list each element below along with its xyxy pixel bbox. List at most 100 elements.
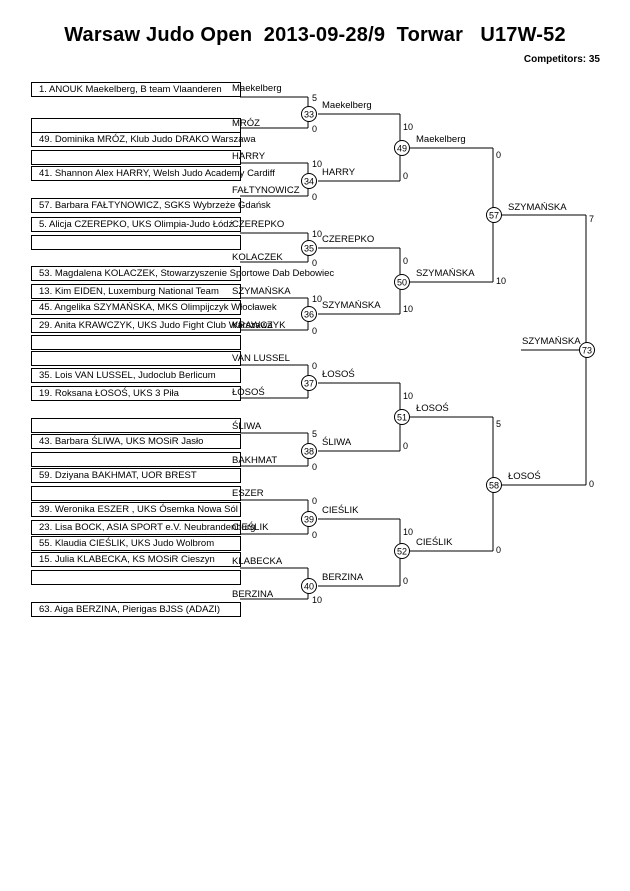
competitor-entry: 29. Anita KRAWCZYK, UKS Judo Fight Club … [31, 318, 273, 333]
round1-name: Maekelberg [232, 83, 282, 94]
competitor-entry: 55. Klaudia CIEŚLIK, UKS Judo Wolbrom [31, 536, 241, 551]
competitor-name: 55. Klaudia CIEŚLIK, UKS Judo Wolbrom [39, 538, 215, 549]
round2-score: 0 [403, 441, 409, 451]
round3-score: 5 [496, 419, 502, 429]
round1-name: VAN LUSSEL [232, 353, 290, 364]
semi-2-circle [394, 409, 410, 425]
competitor-name: 35. Lois VAN LUSSEL, Judoclub Berlicum [39, 370, 216, 381]
competitor-name: 23. Lisa BOCK, ASIA SPORT e.V. Neubrande… [39, 522, 256, 533]
match-5-circle [301, 443, 317, 459]
round3-score: 10 [496, 276, 507, 286]
round2-score: 10 [403, 527, 414, 537]
competitor-name [32, 237, 39, 248]
round4-name: ŁOSOŚ [508, 471, 541, 482]
competitor-entry: 59. Dziyana BAKHMAT, UOR BREST [31, 468, 241, 483]
round3-score: 0 [496, 150, 502, 160]
final-score: 7 [589, 214, 595, 224]
competitor-entry [31, 570, 241, 585]
round1-name: CZEREPKO [232, 219, 285, 230]
match-0-circle [301, 106, 317, 122]
round1-score: 0 [312, 258, 318, 268]
competitor-name: 5. Alicja CZEREPKO, UKS Olimpia-Judo Łód… [39, 219, 234, 230]
competitor-entry [31, 452, 241, 467]
round1-name: HARRY [232, 151, 266, 162]
round1-name: KLABECKA [232, 556, 283, 567]
competitor-entry: 41. Shannon Alex HARRY, Welsh Judo Acade… [31, 166, 275, 181]
quarter-1-number: 58 [489, 480, 499, 490]
round1-score: 10 [312, 595, 323, 605]
competitor-name: 39. Weronika ESZER , UKS Ósemka Nowa Sól [39, 504, 238, 515]
competitor-name: 53. Magdalena KOLACZEK, Stowarzyszenie S… [39, 268, 335, 279]
competitor-name: 45. Angelika SZYMAŃSKA, MKS Olimpijczyk … [39, 302, 277, 313]
competitor-name: 1. ANOUK Maekelberg, B team Vlaanderen [39, 84, 222, 95]
round1-score: 0 [312, 124, 318, 134]
competitor-entry: 35. Lois VAN LUSSEL, Judoclub Berlicum [31, 368, 241, 383]
match-6-circle [301, 511, 317, 527]
round3-name: ŁOSOŚ [416, 403, 449, 414]
match-2-number: 35 [304, 243, 314, 253]
round3-score: 0 [496, 545, 502, 555]
round2-name: ŁOSOŚ [322, 369, 355, 380]
match-4-circle [301, 375, 317, 391]
competitor-entry [31, 235, 241, 250]
round2-score: 10 [403, 122, 414, 132]
competitor-entry: 43. Barbara ŚLIWA, UKS MOSiR Jasło [31, 434, 241, 449]
round1-name: ŁOSOŚ [232, 387, 265, 398]
competitor-name [32, 488, 39, 499]
round2-name: Maekelberg [322, 100, 372, 111]
competitors-count: Competitors: 35 [523, 54, 600, 65]
competitor-name: 13. Kim EIDEN, Luxemburg National Team [39, 286, 219, 297]
semi-1-circle [394, 274, 410, 290]
match-0-number: 33 [304, 109, 314, 119]
match-5-number: 38 [304, 446, 314, 456]
match-3-circle [301, 306, 317, 322]
round2-name: ŚLIWA [322, 437, 352, 448]
competitor-entry: 5. Alicja CZEREPKO, UKS Olimpia-Judo Łód… [31, 217, 241, 232]
competitor-entry [31, 118, 241, 133]
competitor-name [32, 454, 39, 465]
competitor-name: 43. Barbara ŚLIWA, UKS MOSiR Jasło [39, 436, 204, 447]
semi-3-circle [394, 543, 410, 559]
round1-name: ESZER [232, 488, 264, 499]
round3-name: Maekelberg [416, 134, 466, 145]
competitor-entry: 1. ANOUK Maekelberg, B team Vlaanderen [31, 82, 241, 97]
match-7-number: 40 [304, 581, 314, 591]
round1-name: FAŁTYNOWICZ [232, 185, 300, 196]
round1-name: BERZINA [232, 589, 274, 600]
round1-name: MRÓZ [232, 118, 260, 129]
match-1-number: 34 [304, 176, 314, 186]
round1-name: ŚLIWA [232, 421, 262, 432]
competitor-entry: 39. Weronika ESZER , UKS Ósemka Nowa Sól [31, 502, 241, 517]
competitor-entry: 13. Kim EIDEN, Luxemburg National Team [31, 284, 241, 299]
round1-score: 0 [312, 462, 318, 472]
competitor-name [32, 420, 39, 431]
round1-score: 0 [312, 361, 318, 371]
round1-score: 10 [312, 229, 323, 239]
round2-score: 10 [403, 304, 414, 314]
match-2-circle [301, 240, 317, 256]
winner-name: SZYMAŃSKA [522, 336, 581, 347]
round3-name: SZYMAŃSKA [416, 268, 475, 279]
competitor-entry [31, 335, 241, 350]
round2-name: CIEŚLIK [322, 505, 359, 516]
round1-score: 0 [312, 326, 318, 336]
competitor-name: 49. Dominika MRÓZ, Klub Judo DRAKO Warsz… [39, 134, 256, 145]
competitor-name [32, 572, 39, 583]
round1-name: KOLACZEK [232, 252, 283, 263]
competitor-entry: 19. Roksana ŁOSOŚ, UKS 3 Piła [31, 386, 241, 401]
round1-score: 5 [312, 93, 318, 103]
round1-score: 0 [312, 530, 318, 540]
quarter-0-circle [486, 207, 502, 223]
final-circle [579, 342, 595, 358]
competitor-name: 29. Anita KRAWCZYK, UKS Judo Fight Club … [39, 320, 273, 331]
round1-score: 10 [312, 159, 323, 169]
competitor-entry: 23. Lisa BOCK, ASIA SPORT e.V. Neubrande… [31, 520, 255, 535]
quarter-1-circle [486, 477, 502, 493]
page-title: Warsaw Judo Open 2013-09-28/9 Torwar U17… [64, 24, 566, 46]
round2-name: CZEREPKO [322, 234, 375, 245]
semi-3-number: 52 [397, 546, 407, 556]
round2-name: BERZINA [322, 572, 364, 583]
round1-name: BAKHMAT [232, 455, 278, 466]
match-4-number: 37 [304, 378, 314, 388]
